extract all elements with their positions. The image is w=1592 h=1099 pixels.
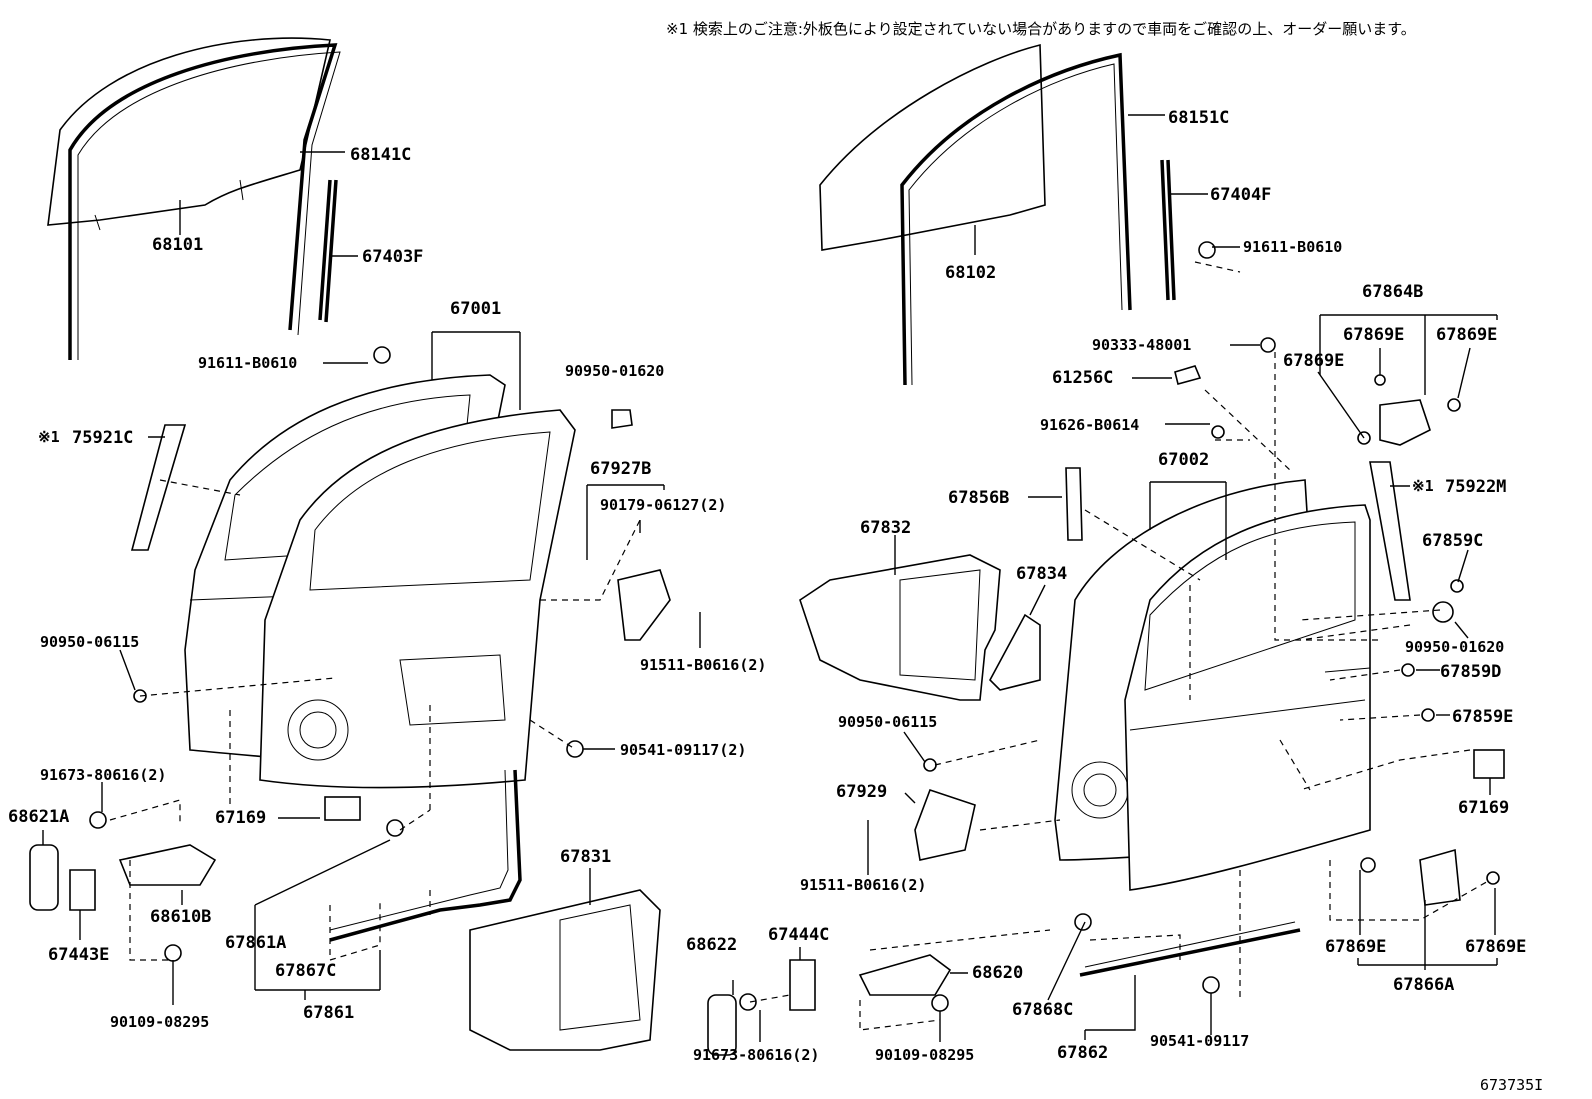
right-weatherstrip [1079,921,1301,977]
label-67869E-3: 67869E [1283,351,1344,371]
label-68151C: 68151C [1168,108,1229,128]
part-labels: 68141C 68101 67403F 67001 91611-B0610 90… [8,108,1543,1094]
label-67856B: 67856B [948,488,1009,508]
label-91511-B0616-right: 91511-B0616(2) [800,876,926,894]
label-90541-09117-right: 90541-09117 [1150,1032,1249,1050]
right-small-parts [923,241,1505,994]
label-75922M: 75922M [1445,477,1506,497]
label-68620: 68620 [972,963,1023,983]
label-90541-09117-left: 90541-09117(2) [620,741,746,759]
label-90950-01620-left: 90950-01620 [565,362,664,380]
left-service-hole-cover [469,889,661,1051]
label-67869E-2: 67869E [1436,325,1497,345]
label-67864B: 67864B [1362,282,1423,302]
label-75921C: 75921C [72,428,133,448]
label-67929: 67929 [836,782,887,802]
label-67861A: 67861A [225,933,286,953]
label-67444C: 67444C [768,925,829,945]
label-67866A: 67866A [1393,975,1454,995]
label-90109-08295-right: 90109-08295 [875,1046,974,1064]
label-67832: 67832 [860,518,911,538]
label-67001: 67001 [450,299,501,319]
label-91626-B0614: 91626-B0614 [1040,416,1139,434]
caution-note: ※1 検索上のご注意:外板色により設定されていない場合がありますので車両をご確認… [666,20,1416,38]
label-68610B: 68610B [150,907,211,927]
right-handle-assembly [914,788,976,861]
label-67859D: 67859D [1440,662,1501,682]
label-90950-01620-right: 90950-01620 [1405,638,1504,656]
label-91611-B0610-left: 91611-B0610 [198,354,297,372]
left-weatherstrip [329,769,522,942]
label-67443E: 67443E [48,945,109,965]
label-67859E: 67859E [1452,707,1513,727]
label-91511-B0616-left: 91511-B0616(2) [640,656,766,674]
label-67169-right: 67169 [1458,798,1509,818]
right-door-outer-panel [1124,504,1371,891]
label-67862: 67862 [1057,1043,1108,1063]
label-67169-left: 67169 [215,808,266,828]
figure-id: 673735I [1480,1076,1543,1094]
label-67834: 67834 [1016,564,1067,584]
right-mirror-garnish [1065,461,1411,601]
label-67831: 67831 [560,847,611,867]
left-mirror-garnish [130,424,187,551]
label-90109-08295-left: 90109-08295 [110,1013,209,1031]
label-61256C: 61256C [1052,368,1113,388]
label-90179-06127: 90179-06127(2) [600,496,726,514]
label-68622: 68622 [686,935,737,955]
label-67859C: 67859C [1422,531,1483,551]
label-67861: 67861 [303,1003,354,1023]
label-91611-B0610-right: 91611-B0610 [1243,238,1342,256]
right-channel [1160,159,1176,301]
label-68621A: 68621A [8,807,69,827]
right-glass-run [900,52,1132,386]
left-channel [318,179,338,323]
label-68102: 68102 [945,263,996,283]
label-mark-left: ※1 [38,428,60,446]
label-91673-80616-left: 91673-80616(2) [40,766,166,784]
label-91673-80616-right: 91673-80616(2) [693,1046,819,1064]
left-hinge-parts [29,811,217,962]
left-leader-lines [42,151,701,1005]
right-trim-covers [799,554,1041,701]
left-handle-assembly [611,409,671,641]
label-67403F: 67403F [362,247,423,267]
left-glass-run [68,43,341,360]
right-door-glass [819,43,1046,251]
label-67868C: 67868C [1012,1000,1073,1020]
label-67869E-5: 67869E [1465,937,1526,957]
label-mark-right: ※1 [1412,477,1434,495]
label-67404F: 67404F [1210,185,1271,205]
label-67869E-4: 67869E [1325,937,1386,957]
label-68141C: 68141C [350,145,411,165]
label-67002: 67002 [1158,450,1209,470]
label-90950-06115-left: 90950-06115 [40,633,139,651]
right-leader-lines [732,114,1498,1042]
label-90333-48001: 90333-48001 [1092,336,1191,354]
left-door-glass [47,37,331,231]
label-90950-06115-right: 90950-06115 [838,713,937,731]
label-67927B: 67927B [590,459,651,479]
label-68101: 68101 [152,235,203,255]
label-67869E-1: 67869E [1343,325,1404,345]
right-hinge-parts [707,399,1461,1056]
left-door-inner-panel [259,409,576,789]
label-67867C: 67867C [275,961,336,981]
